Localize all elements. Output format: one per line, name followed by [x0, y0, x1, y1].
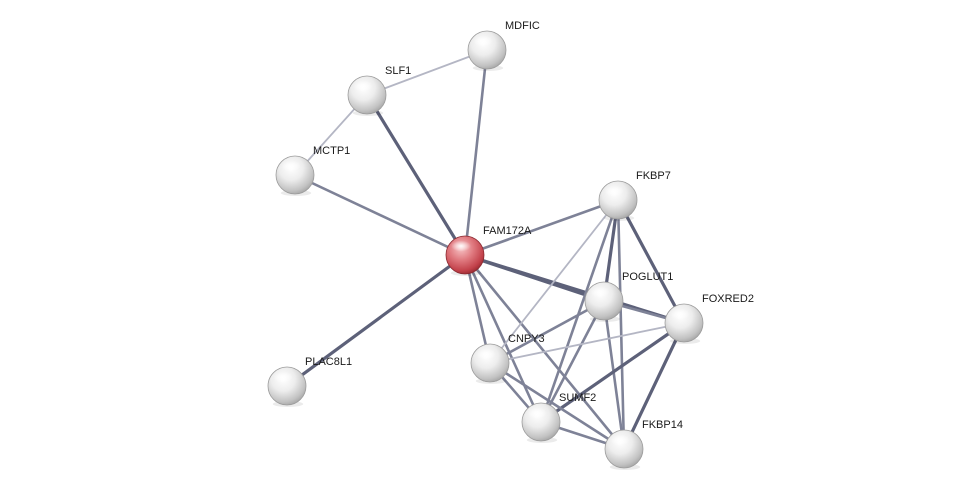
node-fkbp14[interactable]: FKBP14 — [604, 419, 683, 470]
edge-fkbp7-fkbp14[interactable] — [616, 198, 626, 451]
node-slf1[interactable]: SLF1 — [347, 65, 411, 116]
edge-fam172a-plac8l1[interactable] — [285, 253, 467, 388]
node-highlight — [473, 35, 493, 47]
edge-cnpy3-fkbp14[interactable] — [488, 361, 626, 451]
node-highlight — [527, 407, 547, 419]
node-highlight — [353, 80, 373, 92]
edge-poglut1-fkbp14[interactable] — [602, 299, 626, 451]
node-poglut1[interactable]: POGLUT1 — [584, 271, 673, 322]
node-label-plac8l1: PLAC8L1 — [305, 356, 352, 368]
node-layer: FAM172A MDFIC SLF1MCTP1FKBP7POGLUT1FOXRED2… — [267, 20, 754, 470]
node-fkbp7[interactable]: FKBP7 — [598, 170, 671, 221]
edge-foxred2-sumf2[interactable] — [539, 321, 686, 424]
edge-fam172a-mctp1[interactable] — [293, 173, 467, 257]
edge-fkbp7-sumf2[interactable] — [539, 198, 620, 424]
node-label-poglut1: POGLUT1 — [622, 271, 673, 283]
node-highlight — [610, 434, 630, 446]
edge-fam172a-slf1[interactable] — [365, 93, 467, 257]
edge-fam172a-sumf2[interactable] — [463, 253, 543, 424]
node-highlight — [281, 160, 301, 172]
node-mctp1[interactable]: MCTP1 — [275, 145, 350, 196]
node-highlight — [273, 371, 293, 383]
node-highlight — [670, 308, 690, 320]
node-mdfic[interactable]: MDFIC — [467, 20, 540, 71]
node-label-mdfic: MDFIC — [505, 20, 540, 32]
node-highlight — [451, 240, 471, 252]
node-label-cnpy3: CNPY3 — [508, 333, 545, 345]
edge-slf1-mdfic[interactable] — [366, 49, 488, 96]
node-highlight — [590, 286, 610, 298]
node-highlight — [604, 185, 624, 197]
node-cnpy3[interactable]: CNPY3 — [470, 333, 545, 384]
edge-poglut1-cnpy3[interactable] — [488, 299, 606, 365]
node-label-mctp1: MCTP1 — [313, 145, 350, 157]
node-label-fkbp7: FKBP7 — [636, 170, 671, 182]
node-label-fkbp14: FKBP14 — [642, 419, 683, 431]
edge-fam172a-fkbp7[interactable] — [463, 198, 620, 257]
edge-fkbp7-cnpy3[interactable] — [489, 199, 619, 364]
node-label-sumf2: SUMF2 — [559, 392, 596, 404]
edge-fkbp7-foxred2[interactable] — [616, 198, 686, 325]
node-foxred2[interactable]: FOXRED2 — [664, 293, 754, 344]
node-plac8l1[interactable]: PLAC8L1 — [267, 356, 352, 407]
node-highlight — [476, 348, 496, 360]
edge-layer — [285, 48, 686, 451]
node-label-foxred2: FOXRED2 — [702, 293, 754, 305]
node-label-fam172a: FAM172A — [483, 225, 532, 237]
node-fam172a[interactable]: FAM172A — [445, 225, 532, 276]
edge-foxred2-fkbp14[interactable] — [622, 321, 686, 451]
node-label-slf1: SLF1 — [385, 65, 411, 77]
edge-fam172a-mdfic[interactable] — [463, 48, 489, 257]
node-sumf2[interactable]: SUMF2 — [521, 392, 596, 443]
edge-foxred2-cnpy3[interactable] — [489, 322, 685, 364]
